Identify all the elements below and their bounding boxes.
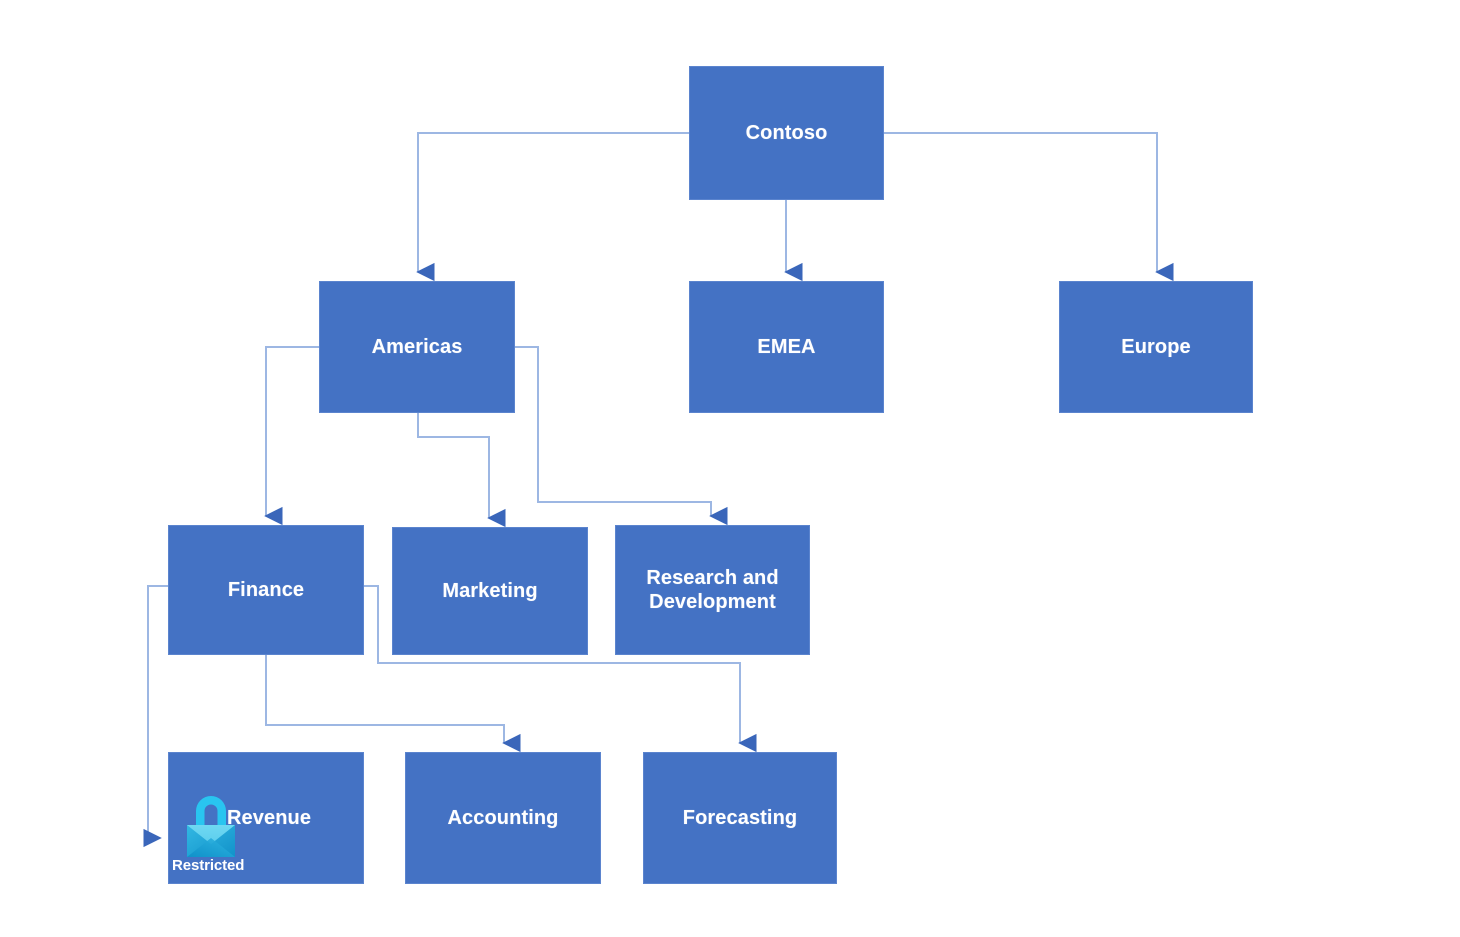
- connector-finance-accounting: [265, 655, 521, 753]
- connector-americas-marketing: [417, 413, 506, 528]
- node-finance-label: Finance: [227, 578, 305, 601]
- node-accounting-label: Accounting: [447, 806, 559, 829]
- connector-contoso-americas: [416, 132, 689, 282]
- node-emea[interactable]: EMEA: [689, 281, 884, 413]
- connector-americas-rnd: [515, 346, 728, 526]
- node-forecasting[interactable]: Forecasting: [643, 752, 837, 884]
- node-accounting[interactable]: Accounting: [405, 752, 601, 884]
- connector-americas-finance: [264, 346, 319, 526]
- node-finance[interactable]: Finance: [168, 525, 364, 655]
- sensitivity-label-restricted: Restricted: [172, 857, 245, 874]
- node-revenue-label: Revenue: [227, 806, 312, 829]
- node-contoso[interactable]: Contoso: [689, 66, 884, 200]
- node-americas-label: Americas: [371, 335, 463, 358]
- node-emea-label: EMEA: [757, 335, 816, 358]
- node-marketing-label: Marketing: [442, 579, 538, 602]
- node-research-and-development[interactable]: Research and Development: [615, 525, 810, 655]
- node-research-and-development-label: Research and Development: [646, 566, 779, 613]
- node-europe-label: Europe: [1121, 335, 1191, 358]
- node-europe[interactable]: Europe: [1059, 281, 1253, 413]
- node-forecasting-label: Forecasting: [682, 806, 798, 829]
- node-americas[interactable]: Americas: [319, 281, 515, 413]
- connector-finance-revenue: [143, 585, 168, 848]
- node-revenue[interactable]: Revenue: [168, 752, 364, 884]
- connector-contoso-europe: [884, 132, 1174, 282]
- node-contoso-label: Contoso: [745, 121, 828, 144]
- node-marketing[interactable]: Marketing: [392, 527, 588, 655]
